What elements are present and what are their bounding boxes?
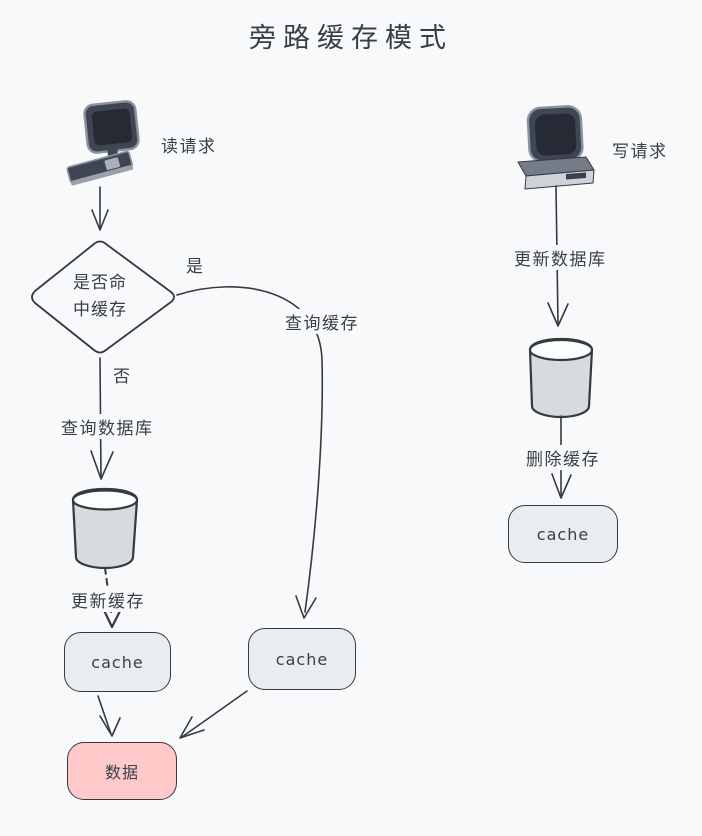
database-cylinder-icon: [528, 337, 594, 419]
write-cache-node-label: cache: [536, 524, 590, 544]
query-db-edge-label: 查询数据库: [56, 414, 159, 439]
update-db-edge-label: 更新数据库: [509, 245, 612, 270]
write-client-label: 写请求: [612, 142, 668, 162]
branch-cache-node-label: cache: [275, 649, 329, 669]
branch-cache-node: cache: [248, 628, 356, 690]
write-cache-node: cache: [508, 505, 618, 563]
desktop-computer-icon: [66, 100, 140, 186]
decision-label-line2: 中缓存: [73, 300, 127, 320]
arrow-read-client-to-decision: [91, 186, 109, 231]
read-client-label: 读请求: [161, 137, 217, 157]
read-cache-node-label: cache: [91, 652, 144, 672]
query-cache-edge-label: 查询缓存: [280, 309, 364, 334]
edge-yes-query-cache: [176, 286, 324, 619]
no-label: 否: [113, 367, 132, 387]
decision-diamond-shape: [31, 240, 175, 354]
data-node-label: 数据: [104, 763, 139, 782]
arrow-cache-to-data: [97, 695, 121, 737]
decision-label-line1: 是否命: [73, 273, 127, 293]
update-cache-edge-label: 更新缓存: [66, 587, 150, 612]
decision-label: 是否命 中缓存: [55, 270, 145, 324]
delete-cache-edge-label: 删除缓存: [521, 445, 605, 470]
diagram-title: 旁路缓存模式: [249, 23, 453, 54]
crt-monitor-icon: [517, 105, 595, 190]
read-cache-node: cache: [64, 632, 171, 692]
yes-label: 是: [186, 257, 205, 277]
database-cylinder-icon: [71, 487, 139, 570]
data-node: 数据: [67, 742, 177, 800]
arrow-branch-cache-to-data: [179, 690, 248, 739]
